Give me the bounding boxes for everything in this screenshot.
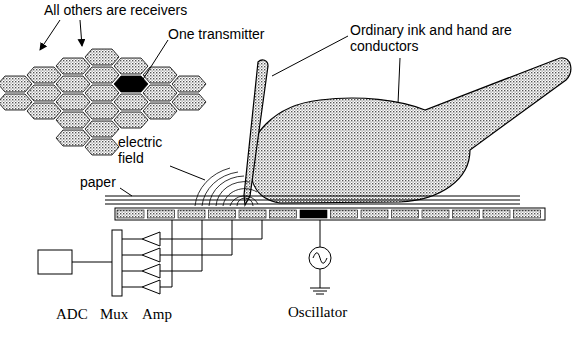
callout-label: All others are receivers [44,2,187,18]
receiver-electrode [453,210,480,218]
wires [72,220,330,294]
callout-label: One transmitter [168,26,264,42]
receiver-electrode [117,210,144,218]
receiver-electrode [56,94,90,110]
receiver-electrode [85,139,119,155]
receiver-electrode [56,130,90,146]
receiver-electrode [239,210,266,218]
component-label: Mux [100,306,128,322]
multiplexer [112,230,122,296]
receiver-electrode [85,67,119,83]
receiver-electrode [114,94,148,110]
receiver-electrode [27,103,61,119]
receiver-electrode [114,112,148,128]
electrode-grid [0,49,206,155]
receiver-electrode [172,94,206,110]
receiver-electrode [0,76,32,92]
receiver-electrode [85,121,119,137]
receiver-electrode [172,76,206,92]
receiver-electrode [114,58,148,74]
component-label: Oscillator [288,304,347,320]
component-label: ADC [56,306,88,322]
callout-label: paper [80,174,116,190]
receiver-electrode [514,210,541,218]
pen [244,60,268,205]
amplifiers [142,232,160,294]
hand [249,58,570,203]
receiver-electrode [483,210,510,218]
adc-box [38,250,72,274]
electrode-board [115,208,545,220]
receiver-electrode [143,103,177,119]
receiver-electrode [361,210,388,218]
receiver-electrode [56,112,90,128]
receiver-electrode [148,210,175,218]
receiver-electrode [143,67,177,83]
callout-label: Ordinary ink and hand are conductors [350,22,520,54]
paper-sheets [105,196,520,204]
receiver-electrode [422,210,449,218]
receiver-electrode [85,49,119,65]
sine-wave [313,253,327,264]
receiver-electrode [85,103,119,119]
receiver-electrode [392,210,419,218]
receiver-electrode [56,58,90,74]
receiver-electrode [56,76,90,92]
electrode-row [117,210,541,218]
receiver-electrode [143,85,177,101]
receiver-electrode [27,85,61,101]
receiver-electrode [270,210,297,218]
transmitter-electrode [300,210,327,218]
receiver-electrode [0,94,32,110]
oscillator-symbol [309,247,331,269]
receiver-electrode [331,210,358,218]
receiver-electrode [85,85,119,101]
receiver-electrode [209,210,236,218]
component-label: Amp [142,306,172,322]
callout-label: electric field [118,134,178,166]
receiver-electrode [27,67,61,83]
receiver-electrode [178,210,205,218]
transmitter-electrode [114,76,148,92]
